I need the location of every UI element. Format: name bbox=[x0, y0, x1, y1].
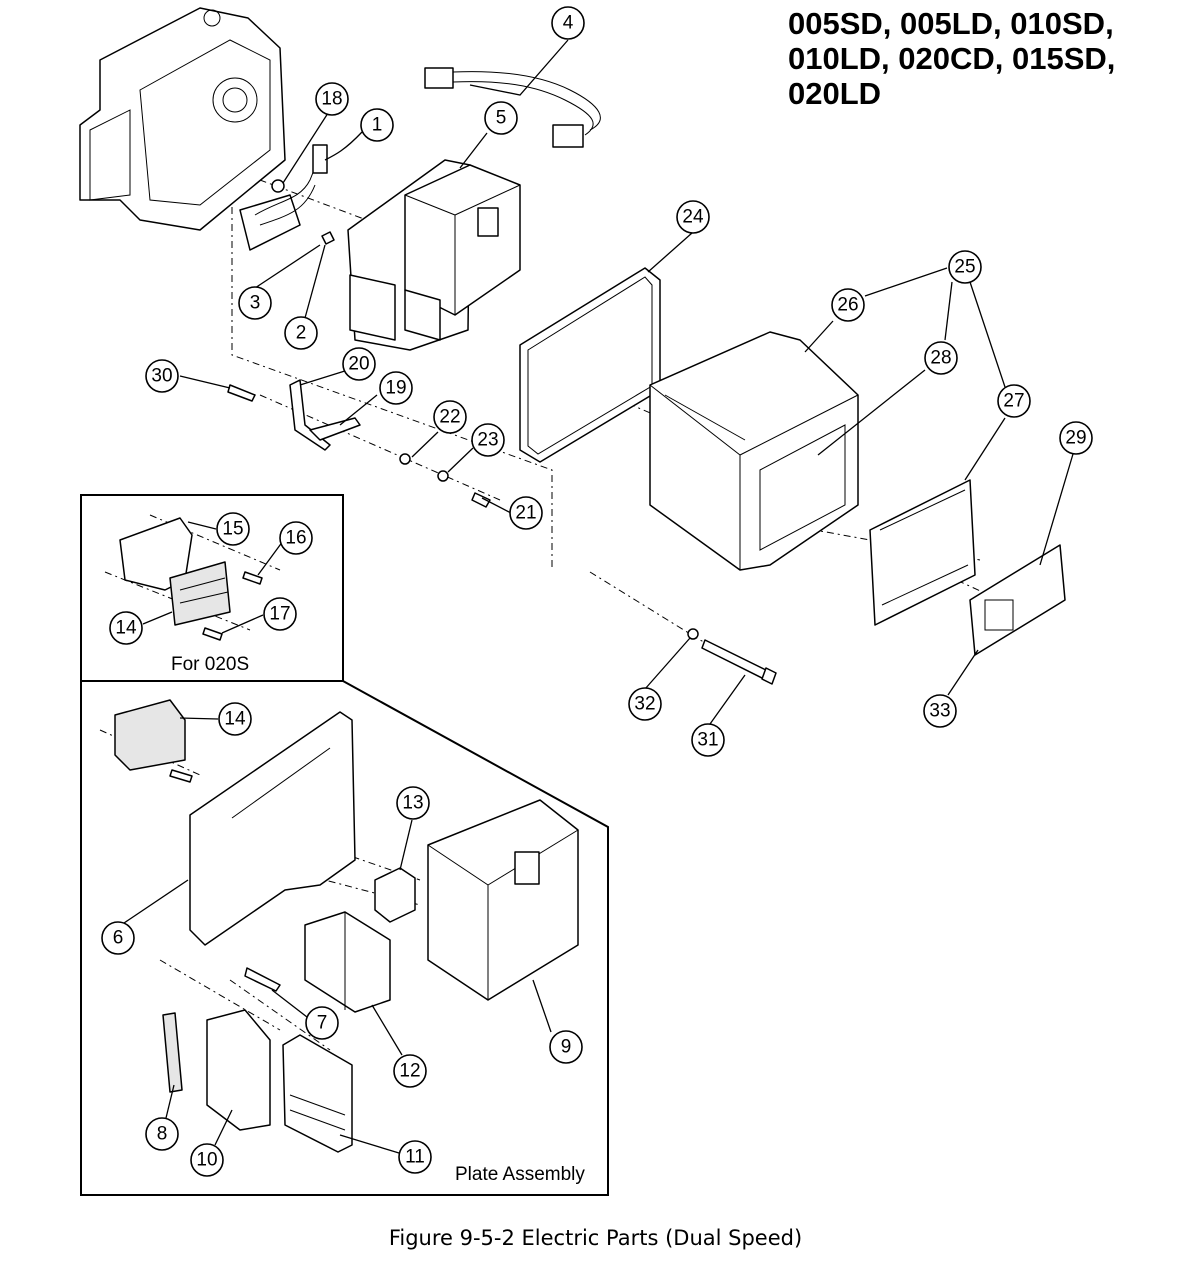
callout-14-for-020s: 14 bbox=[109, 611, 143, 645]
callout-28: 28 bbox=[924, 341, 958, 375]
svg-text:23: 23 bbox=[477, 430, 498, 451]
svg-text:4: 4 bbox=[563, 13, 574, 34]
inset-label-plate-assembly: Plate Assembly bbox=[455, 1164, 585, 1185]
plate-assembly-parts bbox=[114, 699, 579, 1153]
svg-text:33: 33 bbox=[929, 701, 950, 722]
callout-31: 31 bbox=[691, 723, 725, 757]
callout-6: 6 bbox=[101, 921, 135, 955]
svg-text:27: 27 bbox=[1003, 391, 1024, 412]
callout-11: 11 bbox=[398, 1140, 432, 1174]
callout-12: 12 bbox=[393, 1054, 427, 1088]
inset-020s-parts bbox=[119, 517, 263, 641]
callout-13: 13 bbox=[396, 786, 430, 820]
callout-9: 9 bbox=[549, 1030, 583, 1064]
limit-switch-harness bbox=[239, 144, 335, 251]
svg-text:3: 3 bbox=[250, 293, 261, 314]
callout-27: 27 bbox=[997, 384, 1031, 418]
svg-text:10: 10 bbox=[196, 1150, 217, 1171]
callout-14-plate-assembly: 14 bbox=[218, 702, 252, 736]
gasket-24 bbox=[519, 267, 661, 463]
inset-box-plate-assembly bbox=[80, 680, 609, 1196]
model-line-1: 005SD, 005LD, 010SD, bbox=[788, 6, 1114, 41]
callout-29: 29 bbox=[1059, 421, 1093, 455]
svg-text:14: 14 bbox=[224, 709, 246, 730]
callout-2: 2 bbox=[284, 316, 318, 350]
callout-5: 5 bbox=[484, 101, 518, 135]
callout-8: 8 bbox=[145, 1117, 179, 1151]
callout-leaders bbox=[123, 39, 1074, 1154]
svg-text:21: 21 bbox=[515, 503, 536, 524]
svg-text:13: 13 bbox=[402, 793, 423, 814]
callout-4: 4 bbox=[551, 6, 585, 40]
callout-30: 30 bbox=[145, 359, 179, 393]
svg-text:19: 19 bbox=[385, 378, 406, 399]
figure-caption: Figure 9-5-2 Electric Parts (Dual Speed) bbox=[388, 1226, 803, 1250]
svg-text:8: 8 bbox=[157, 1124, 168, 1145]
svg-text:32: 32 bbox=[634, 694, 655, 715]
fasteners bbox=[227, 379, 777, 685]
callout-21: 21 bbox=[509, 496, 543, 530]
svg-text:5: 5 bbox=[496, 108, 507, 129]
callout-1: 1 bbox=[360, 108, 394, 142]
svg-text:9: 9 bbox=[561, 1037, 572, 1058]
label-29 bbox=[969, 544, 1066, 656]
svg-text:6: 6 bbox=[113, 928, 124, 949]
svg-text:17: 17 bbox=[269, 604, 290, 625]
svg-text:18: 18 bbox=[321, 89, 342, 110]
model-list: 005SD, 005LD, 010SD, 010LD, 020CD, 015SD… bbox=[788, 6, 1188, 111]
callout-10: 10 bbox=[190, 1143, 224, 1177]
svg-text:22: 22 bbox=[439, 407, 460, 428]
main-plate-assembly bbox=[347, 159, 521, 351]
plate-27 bbox=[869, 479, 976, 626]
svg-text:2: 2 bbox=[296, 323, 307, 344]
callout-18: 18 bbox=[315, 82, 349, 116]
svg-text:29: 29 bbox=[1065, 428, 1086, 449]
svg-text:26: 26 bbox=[837, 295, 858, 316]
callout-25: 25 bbox=[948, 250, 982, 284]
model-line-3: 020LD bbox=[788, 76, 882, 111]
svg-text:14: 14 bbox=[115, 618, 137, 639]
gearbox-housing bbox=[79, 7, 286, 231]
svg-text:30: 30 bbox=[151, 366, 172, 387]
callout-23: 23 bbox=[471, 423, 505, 457]
callout-24: 24 bbox=[676, 200, 710, 234]
svg-text:11: 11 bbox=[405, 1147, 425, 1168]
svg-text:31: 31 bbox=[697, 730, 718, 751]
inset-label-for-020s: For 020S bbox=[171, 654, 249, 675]
callout-20: 20 bbox=[342, 347, 376, 381]
cover-26 bbox=[649, 331, 859, 571]
cable-assembly bbox=[424, 67, 601, 148]
svg-text:20: 20 bbox=[348, 354, 369, 375]
svg-text:12: 12 bbox=[399, 1061, 420, 1082]
callout-16: 16 bbox=[279, 521, 313, 555]
callout-19: 19 bbox=[379, 371, 413, 405]
callout-3: 3 bbox=[238, 286, 272, 320]
callout-33: 33 bbox=[923, 694, 957, 728]
callout-17: 17 bbox=[263, 597, 297, 631]
svg-text:1: 1 bbox=[372, 115, 383, 136]
callout-22: 22 bbox=[433, 400, 467, 434]
callout-15: 15 bbox=[216, 512, 250, 546]
svg-text:24: 24 bbox=[682, 207, 704, 228]
svg-text:15: 15 bbox=[222, 519, 243, 540]
svg-text:16: 16 bbox=[285, 528, 306, 549]
svg-text:25: 25 bbox=[954, 257, 975, 278]
callout-7: 7 bbox=[305, 1006, 339, 1040]
svg-text:7: 7 bbox=[317, 1013, 328, 1034]
svg-text:28: 28 bbox=[930, 348, 951, 369]
callout-26: 26 bbox=[831, 288, 865, 322]
model-line-2: 010LD, 020CD, 015SD, bbox=[788, 41, 1116, 76]
callout-32: 32 bbox=[628, 687, 662, 721]
